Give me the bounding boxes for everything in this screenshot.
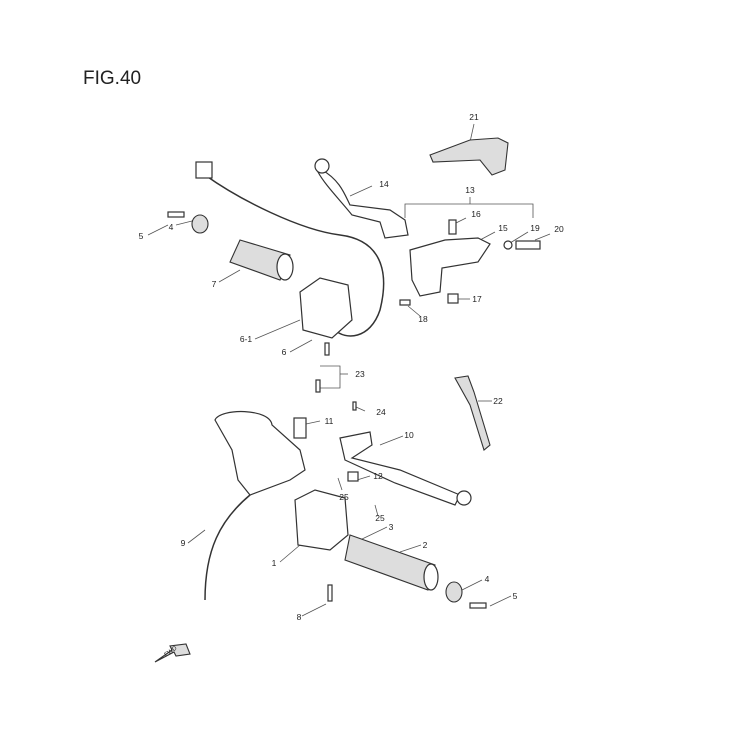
part-21-lever-cover: [429, 137, 509, 176]
part-17-nut: [447, 293, 459, 304]
part-5-screw: [167, 211, 185, 218]
part-7-grip: [229, 239, 291, 281]
label-18: 18: [418, 314, 428, 324]
part-9-wire: [204, 494, 251, 601]
label-13: 13: [465, 185, 475, 195]
part-14-brake-lever: [317, 169, 409, 239]
part-22-band: [454, 375, 491, 451]
part-1-switch: [294, 489, 349, 551]
part-8-screw: [327, 584, 333, 602]
label-6: 6: [281, 347, 287, 357]
figure-title: FIG.40: [83, 68, 142, 89]
label-6-1: 6-1: [239, 334, 253, 344]
label-2: 2: [422, 540, 428, 550]
part-24-screw: [352, 401, 357, 411]
label-9: 9: [180, 538, 186, 548]
part-12-nut: [347, 471, 359, 482]
label-4-upper: 4: [168, 222, 174, 232]
connector-icon: [195, 161, 213, 179]
part-6-switch: [299, 277, 353, 339]
label-19: 19: [530, 223, 540, 233]
part-6-wire: [204, 174, 385, 337]
label-23: 23: [355, 369, 365, 379]
label-7: 7: [211, 279, 217, 289]
label-5-lower: 5: [512, 591, 518, 601]
part-23-screw: [315, 379, 321, 393]
part-11-bolt: [293, 417, 307, 439]
label-14: 14: [379, 179, 389, 189]
leader-lines: [147, 123, 551, 617]
label-24: 24: [376, 407, 386, 417]
label-4-lower: 4: [484, 574, 490, 584]
label-21: 21: [469, 112, 479, 122]
part-10-clutch-lever: [339, 431, 461, 506]
part-16-bolt: [448, 219, 457, 235]
label-20: 20: [554, 224, 564, 234]
part-5-screw-lower: [469, 602, 487, 609]
label-25-b: 25: [375, 513, 385, 523]
part-4-weight: [191, 214, 209, 234]
label-10: 10: [404, 430, 414, 440]
label-1: 1: [271, 558, 277, 568]
label-15: 15: [498, 223, 508, 233]
label-3: 3: [388, 522, 394, 532]
part-19-washer: [503, 240, 513, 250]
label-17: 17: [472, 294, 482, 304]
fwd-arrow: [154, 643, 191, 663]
part-15-lever-holder: [409, 237, 491, 297]
label-22: 22: [493, 396, 503, 406]
part-2-grip: [344, 534, 436, 591]
part-9-master-cylinder: [214, 410, 306, 496]
label-11: 11: [324, 416, 334, 426]
label-5-upper: 5: [138, 231, 144, 241]
part-4-weight-lower: [445, 581, 463, 603]
label-16: 16: [471, 209, 481, 219]
part-18-screw: [399, 299, 411, 306]
part-20-bolt: [515, 240, 541, 250]
label-8: 8: [296, 612, 302, 622]
label-12: 12: [373, 471, 383, 481]
label-25-a: 25: [339, 492, 349, 502]
